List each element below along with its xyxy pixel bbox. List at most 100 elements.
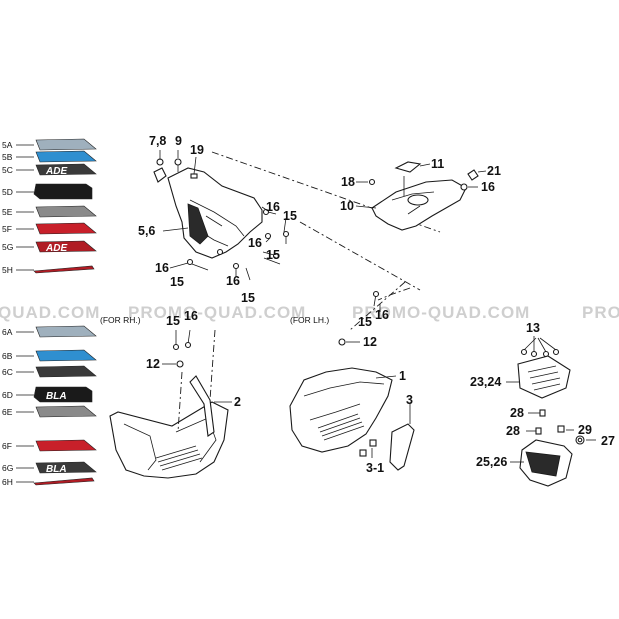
callout-11: 11	[431, 157, 444, 171]
callout-9: 9	[175, 134, 182, 148]
decal-graphic	[33, 386, 93, 403]
note-for-lh: (FOR LH.)	[290, 315, 329, 325]
callout-12-a: 12	[146, 357, 160, 371]
callout-3-1: 3-1	[366, 461, 384, 475]
decal-graphic	[35, 222, 97, 235]
rh-footwell-rail	[189, 375, 215, 437]
decal-6b: 6B	[2, 349, 97, 362]
fastener-set	[186, 208, 290, 281]
decal-graphic	[35, 138, 97, 151]
reference-line-mid	[209, 329, 216, 401]
lid-part	[394, 161, 422, 173]
callout-16-e: 16	[481, 180, 495, 194]
decal-label: 5B	[2, 152, 13, 162]
decal-label: 5G	[2, 242, 13, 252]
callout-13: 13	[526, 321, 540, 335]
bolt-9	[174, 158, 182, 166]
watermark-edge-left: QUAD.COM	[0, 303, 100, 322]
decal-label: 5E	[2, 207, 13, 217]
screw-12-a	[176, 360, 184, 368]
decal-graphic	[35, 205, 97, 218]
decal-5f: 5F	[2, 222, 97, 235]
callout-1: 1	[399, 369, 406, 383]
decal-label: 6F	[2, 441, 12, 451]
callout-21: 21	[487, 164, 501, 178]
clip-29	[557, 425, 565, 433]
cover-assembly: 11 18 10 21 16	[340, 157, 501, 231]
callout-29: 29	[578, 423, 592, 437]
screw-12-b	[338, 338, 346, 346]
decal-text: ADE	[45, 243, 67, 254]
decal-label: 6E	[2, 407, 13, 417]
callout-28-a: 28	[510, 406, 524, 420]
front-panel-assembly: 7,8 9 19 5,6 16 15 16 15 16 15 16 15	[138, 134, 441, 401]
decal-graphic	[35, 365, 97, 378]
front-panel-face	[187, 203, 209, 245]
decal-graphic	[35, 325, 97, 338]
reference-line-right	[299, 221, 421, 331]
decal-graphic	[35, 240, 97, 253]
decal-5b: 5B	[2, 150, 97, 163]
callout-19: 19	[190, 143, 204, 157]
side-panel-3	[389, 423, 415, 471]
callout-16-a: 16	[266, 200, 280, 214]
clip-3-1	[369, 439, 377, 447]
callout-2: 2	[234, 395, 241, 409]
note-for-rh: (FOR RH.)	[100, 315, 141, 325]
decal-label: 5F	[2, 224, 12, 234]
callout-28-b: 28	[506, 424, 520, 438]
screw-18	[368, 178, 376, 186]
decal-label: 5D	[2, 187, 13, 197]
bracket-part	[153, 167, 167, 183]
callout-5-6: 5,6	[138, 224, 155, 238]
callout-10: 10	[340, 199, 354, 213]
decal-label: 6D	[2, 390, 13, 400]
storage-box-interior	[525, 451, 561, 477]
decal-label: 6H	[2, 477, 13, 487]
callout-15-g: 15	[358, 315, 372, 329]
lh-footwell-grille	[317, 413, 365, 441]
callout-23-24: 23,24	[470, 375, 501, 389]
callout-18: 18	[341, 175, 355, 189]
decal-graphic	[35, 163, 97, 176]
decal-label: 5H	[2, 265, 13, 275]
decal-5h: 5H	[2, 265, 95, 275]
decal-5e: 5E	[2, 205, 97, 218]
decal-label: 6C	[2, 367, 13, 377]
decal-graphic	[33, 183, 93, 200]
callout-16-c: 16	[155, 261, 169, 275]
decal-5a: 5A	[2, 138, 97, 151]
callout-27: 27	[601, 434, 615, 448]
callout-16-g: 16	[375, 308, 389, 322]
watermark: QUAD.COM PROMO-QUAD.COM PROMO-QUAD.COM P…	[0, 303, 619, 322]
decal-graphic	[35, 150, 97, 163]
decal-graphic	[33, 265, 95, 274]
rh-footwell-assembly: (FOR RH.) 15 16 12 2	[100, 309, 241, 479]
callout-16-b: 16	[248, 236, 262, 250]
decal-5g: 5G ADE	[2, 240, 97, 254]
callout-16-f: 16	[184, 309, 198, 323]
decal-text: ADE	[45, 166, 67, 177]
watermark-left: PROMO-QUAD.COM	[128, 303, 306, 322]
decal-graphic	[35, 405, 97, 418]
decal-6h: 6H	[2, 477, 95, 487]
decal-graphic	[35, 439, 97, 452]
storage-box-assembly: 13 23,24 28 28 29 27 25,26	[470, 321, 615, 487]
decal-6a: 6A	[2, 325, 97, 338]
callout-25-26: 25,26	[476, 455, 507, 469]
storage-lid-part	[517, 355, 571, 399]
storage-lid-grille	[527, 365, 561, 391]
decal-label: 6A	[2, 327, 13, 337]
decal-6e: 6E	[2, 405, 97, 418]
clip-28-b	[535, 427, 542, 435]
clip-28-a	[539, 409, 546, 417]
callout-7-8: 7,8	[149, 134, 166, 148]
decal-graphic	[35, 461, 97, 474]
callout-15-a: 15	[283, 209, 297, 223]
callout-16-d: 16	[226, 274, 240, 288]
decal-6f: 6F	[2, 439, 97, 452]
